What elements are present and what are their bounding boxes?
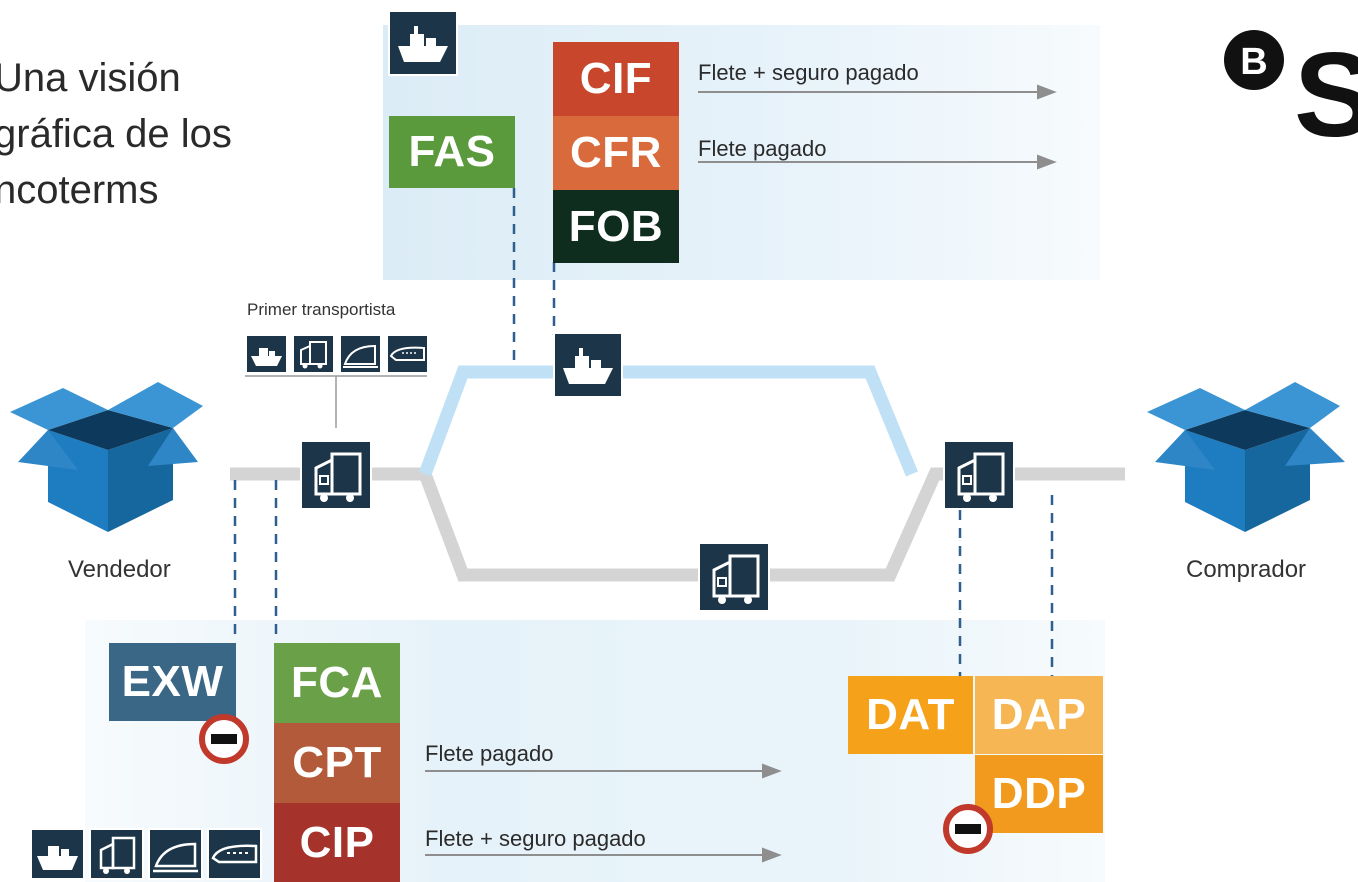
dap-term-box: DAP — [975, 676, 1103, 754]
minus-sign-icon — [942, 803, 994, 855]
multimodal-icons — [30, 828, 266, 880]
cip-term-box: CIP — [274, 803, 400, 882]
cpt-term-code: CPT — [292, 738, 382, 787]
truck-icon — [292, 334, 335, 374]
sea-route-line — [418, 365, 919, 477]
ship-icon — [553, 332, 623, 398]
train-icon — [339, 334, 382, 374]
ship-icon — [388, 10, 458, 76]
ddp-term-code: DDP — [991, 769, 1087, 818]
ship-icon — [245, 334, 288, 374]
fob-term-box: FOB — [553, 190, 679, 263]
open-box-icon — [1145, 352, 1350, 537]
exw-term-box: EXW — [109, 643, 236, 721]
cpt-term-box: CPT — [274, 723, 400, 803]
dat-term-code: DAT — [866, 690, 955, 739]
first-carrier-icons — [245, 334, 429, 374]
cip-freight-note: Flete + seguro pagado — [425, 826, 646, 851]
cif-term-box: CIF — [553, 42, 679, 116]
bs-logo: B S — [1212, 18, 1358, 138]
cfr-arrowhead — [1037, 154, 1057, 170]
cip-term-code: CIP — [299, 817, 375, 867]
truck-icon — [300, 440, 372, 510]
logo-letter-s: S — [1294, 28, 1358, 138]
exw-term-code: EXW — [121, 657, 224, 706]
cif-term-code: CIF — [579, 54, 653, 103]
cif-freight-note: Flete + seguro pagado — [698, 60, 919, 85]
fca-term-code: FCA — [291, 658, 383, 707]
page-title: Una visión gráfica de los ncoterms — [0, 56, 232, 212]
fas-term-code: FAS — [408, 127, 496, 176]
fca-term-box: FCA — [274, 643, 400, 723]
train-icon — [148, 828, 203, 880]
ship-icon — [30, 828, 85, 880]
minus-sign-icon — [198, 713, 250, 765]
cip-arrowhead — [762, 847, 782, 863]
fas-term-box: FAS — [389, 116, 515, 188]
cfr-term-code: CFR — [570, 128, 662, 177]
logo-letter-b: B — [1240, 41, 1267, 83]
seller-label: Vendedor — [68, 556, 171, 583]
first-carrier-label: Primer transportista — [247, 300, 396, 319]
plane-icon — [386, 334, 429, 374]
dap-term-code: DAP — [991, 690, 1087, 739]
plane-icon — [207, 828, 262, 880]
ddp-term-box: DDP — [975, 755, 1103, 833]
truck-icon — [943, 440, 1015, 510]
truck-icon — [89, 828, 144, 880]
open-box-icon — [8, 352, 208, 537]
cfr-term-box: CFR — [553, 116, 679, 190]
cpt-arrowhead — [762, 763, 782, 779]
cfr-freight-note: Flete pagado — [698, 136, 827, 161]
fob-term-code: FOB — [568, 201, 664, 251]
cif-arrowhead — [1037, 84, 1057, 100]
dat-term-box: DAT — [848, 676, 973, 754]
cpt-freight-note: Flete pagado — [425, 741, 554, 766]
buyer-label: Comprador — [1186, 556, 1307, 583]
truck-icon — [698, 542, 770, 612]
